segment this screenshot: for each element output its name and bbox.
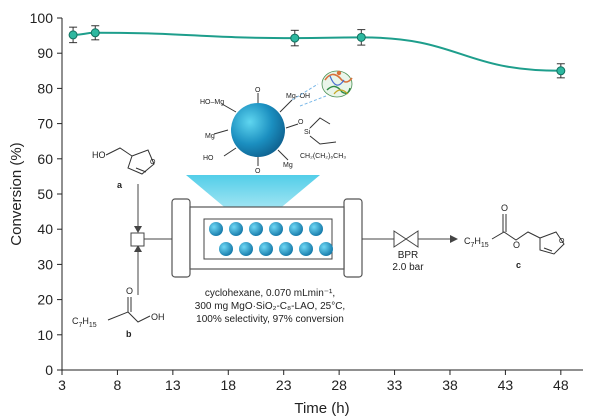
functionalized-bead: O Mg–OH HO–Mg Mg HO O Mg O Si CH₂(CH₂)₆C… bbox=[200, 83, 346, 175]
bead-o-top: O bbox=[255, 87, 261, 94]
reagent-b-c7h15: C7H15 bbox=[72, 316, 97, 329]
y-tick-label: 100 bbox=[30, 10, 54, 26]
conditions-line-3: 100% selectivity, 97% conversion bbox=[196, 314, 344, 325]
x-tick-label: 13 bbox=[165, 377, 181, 393]
conditions-line-2: 300 mg MgO·SiO₂-C₈-LAO, 25°C, bbox=[195, 301, 345, 312]
packed-bead bbox=[289, 222, 303, 236]
y-tick-label: 30 bbox=[37, 256, 53, 272]
y-tick-label: 10 bbox=[37, 327, 53, 343]
acid-o: O bbox=[126, 286, 133, 296]
x-tick-label: 28 bbox=[331, 377, 347, 393]
x-tick-label: 43 bbox=[498, 377, 514, 393]
bpr-label: BPR bbox=[398, 250, 419, 261]
data-point bbox=[556, 66, 566, 76]
packed-bead bbox=[259, 242, 273, 256]
packed-bead bbox=[239, 242, 253, 256]
product-c7h15: C7H15 bbox=[464, 236, 489, 249]
x-axis-title: Time (h) bbox=[294, 400, 349, 417]
packed-bead bbox=[309, 222, 323, 236]
y-tick-label: 20 bbox=[37, 292, 53, 308]
data-point bbox=[90, 28, 100, 38]
arrow-b bbox=[134, 245, 142, 252]
packed-bead bbox=[209, 222, 223, 236]
packed-bead bbox=[219, 242, 233, 256]
bpr-valve bbox=[393, 230, 419, 248]
bead-si: Si bbox=[304, 129, 311, 136]
y-tick-label: 90 bbox=[37, 45, 53, 61]
bead-o-right: O bbox=[298, 119, 304, 126]
bead-o-bottom: O bbox=[255, 168, 261, 175]
enzyme-link-1 bbox=[291, 83, 319, 101]
packed-bead bbox=[229, 222, 243, 236]
x-tick-label: 48 bbox=[553, 377, 569, 393]
reagent-b-label: b bbox=[126, 329, 132, 339]
product-o-carbonyl: O bbox=[501, 203, 508, 213]
y-tick-label: 0 bbox=[45, 362, 53, 378]
packed-bead bbox=[299, 242, 313, 256]
y-tick-label: 80 bbox=[37, 80, 53, 96]
y-axis-ticks: 0 10 20 30 40 50 60 70 80 90 100 bbox=[30, 10, 62, 378]
bead-chain: CH₂(CH₂)₆CH₃ bbox=[300, 153, 346, 160]
reactor-left-cap bbox=[171, 198, 191, 278]
bpr-pressure: 2.0 bar bbox=[392, 262, 424, 273]
furan-o-a: O bbox=[150, 159, 156, 166]
reagent-b-oh: OH bbox=[151, 312, 165, 322]
enzyme-structure bbox=[321, 70, 353, 98]
packed-bead bbox=[319, 242, 333, 256]
x-tick-label: 8 bbox=[114, 377, 122, 393]
structure-reagent-a: HO O a bbox=[92, 147, 156, 190]
data-point bbox=[68, 30, 78, 40]
x-tick-label: 33 bbox=[387, 377, 403, 393]
bead-ho-mg: HO–Mg bbox=[200, 99, 224, 106]
y-tick-label: 50 bbox=[37, 186, 53, 202]
mixer-t-piece bbox=[130, 232, 145, 247]
bead-mg-bottom: Mg bbox=[283, 162, 293, 169]
y-tick-label: 40 bbox=[37, 221, 53, 237]
bead-mg-left: Mg bbox=[205, 133, 215, 140]
product-o-ester: O bbox=[513, 240, 520, 250]
data-point bbox=[290, 33, 300, 43]
structure-product-c: C7H15 O O O c bbox=[464, 203, 565, 270]
furan-o-c: O bbox=[559, 238, 565, 245]
y-tick-label: 70 bbox=[37, 116, 53, 132]
bead-ho-left: HO bbox=[203, 155, 214, 162]
packed-beads bbox=[209, 222, 333, 256]
data-point bbox=[356, 32, 366, 42]
packed-bead bbox=[269, 222, 283, 236]
conditions-line-1: cyclohexane, 0.070 mLmin⁻¹, bbox=[205, 288, 335, 299]
packed-bead bbox=[249, 222, 263, 236]
reagent-a-ho: HO bbox=[92, 150, 106, 160]
bead-sphere bbox=[231, 103, 285, 157]
arrow-a bbox=[134, 226, 142, 233]
x-tick-label: 23 bbox=[276, 377, 292, 393]
x-tick-label: 18 bbox=[220, 377, 236, 393]
reactor-right-cap bbox=[343, 198, 363, 278]
conversion-series bbox=[68, 25, 566, 79]
series-line bbox=[73, 31, 561, 72]
reagent-a-label: a bbox=[117, 180, 123, 190]
reaction-scheme: BPR 2.0 bar HO O a O OH C7H15 b C7H15 bbox=[72, 70, 565, 339]
y-tick-label: 60 bbox=[37, 151, 53, 167]
packed-bead bbox=[279, 242, 293, 256]
funnel-beam bbox=[186, 175, 320, 221]
structure-reagent-b: O OH C7H15 b bbox=[72, 286, 165, 339]
reactor-column bbox=[171, 198, 363, 278]
x-tick-label: 3 bbox=[58, 377, 66, 393]
y-axis-title: Conversion (%) bbox=[8, 142, 25, 245]
arrow-product bbox=[450, 235, 458, 243]
x-tick-label: 38 bbox=[442, 377, 458, 393]
product-label: c bbox=[516, 260, 521, 270]
